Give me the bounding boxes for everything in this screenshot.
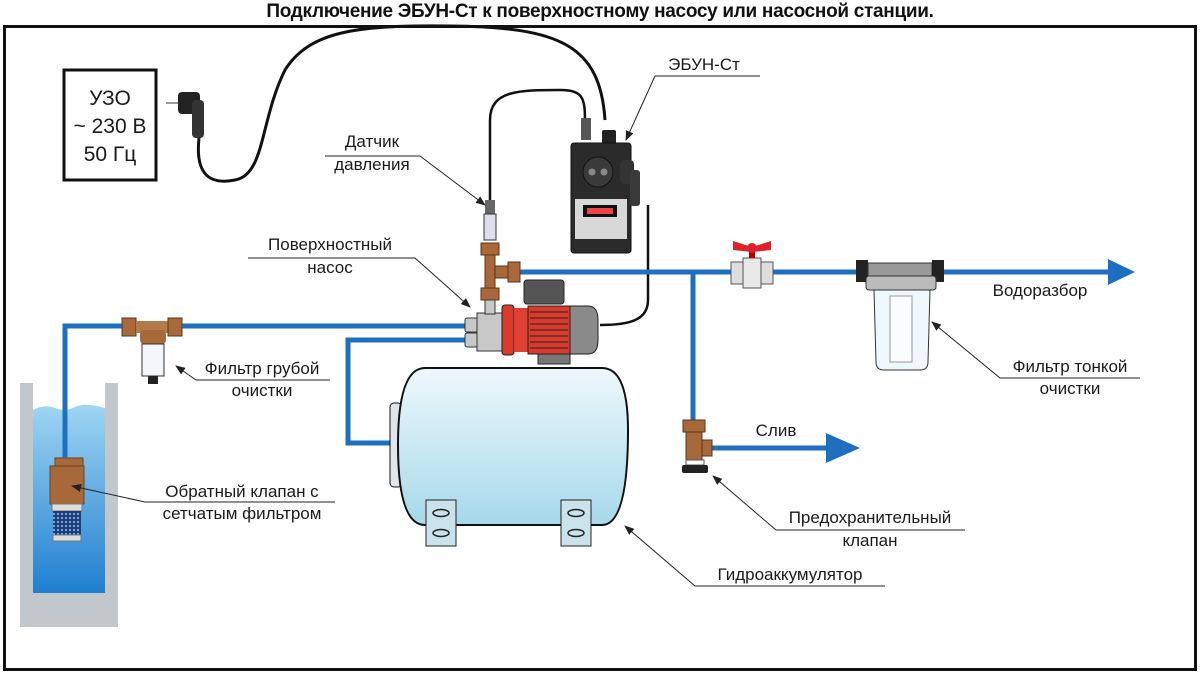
power-plug-icon <box>166 92 204 138</box>
hydro-accumulator <box>389 367 630 547</box>
label-fine-filter-line1: Фильтр тонкой <box>1013 357 1128 376</box>
label-safety-valve-line1: Предохранительный <box>789 508 952 527</box>
controller-ebun-st <box>570 118 640 254</box>
coarse-filter <box>121 317 183 384</box>
label-surface-pump-line2: насос <box>307 258 353 277</box>
suction-pipe <box>62 323 475 458</box>
check-valve-with-mesh-filter <box>49 457 85 542</box>
sensor-cable <box>488 88 587 205</box>
power-box-line2: ~ 230 В <box>74 115 147 138</box>
drain-arrow-icon <box>826 433 860 463</box>
water-outlet-arrow-icon <box>1108 259 1135 285</box>
label-fine-filter-line2: очистки <box>1040 379 1101 398</box>
surface-pump <box>464 279 599 365</box>
safety-valve <box>682 419 713 473</box>
label-controller: ЭБУН-Ст <box>668 55 740 74</box>
label-check-valve-line1: Обратный клапан с <box>165 482 319 501</box>
label-pressure-sensor-line2: давления <box>334 155 409 174</box>
pump-cable <box>599 205 650 327</box>
diagram-title: Подключение ЭБУН-Ст к поверхностному нас… <box>266 1 934 22</box>
power-cable <box>196 24 607 183</box>
label-coarse-filter-line2: очистки <box>232 381 293 400</box>
valve-handle-icon <box>733 241 771 252</box>
well <box>20 383 118 627</box>
brass-tee <box>480 242 521 301</box>
label-check-valve-line2: сетчатым фильтром <box>163 504 322 523</box>
ball-valve <box>730 241 774 289</box>
label-pressure-sensor-line1: Датчик <box>345 132 400 151</box>
tank-connection-pipe <box>345 337 475 446</box>
label-safety-valve-line2: клапан <box>842 531 897 550</box>
label-surface-pump-line1: Поверхностный <box>268 235 392 254</box>
label-coarse-filter-line1: Фильтр грубой <box>205 359 320 378</box>
pipes <box>62 269 1115 458</box>
label-drain: Слив <box>756 421 797 440</box>
diagram-frame <box>3 25 1197 671</box>
power-box-line1: УЗО <box>89 87 131 110</box>
label-accumulator: Гидроаккумулятор <box>717 565 862 584</box>
leader-lines <box>71 75 1140 587</box>
pressure-sensor <box>483 200 497 241</box>
power-box: УЗО ~ 230 В 50 Гц <box>62 68 158 182</box>
fine-filter <box>856 260 944 371</box>
power-box-line3: 50 Гц <box>84 143 137 166</box>
label-water-outlet: Водоразбор <box>993 281 1088 300</box>
